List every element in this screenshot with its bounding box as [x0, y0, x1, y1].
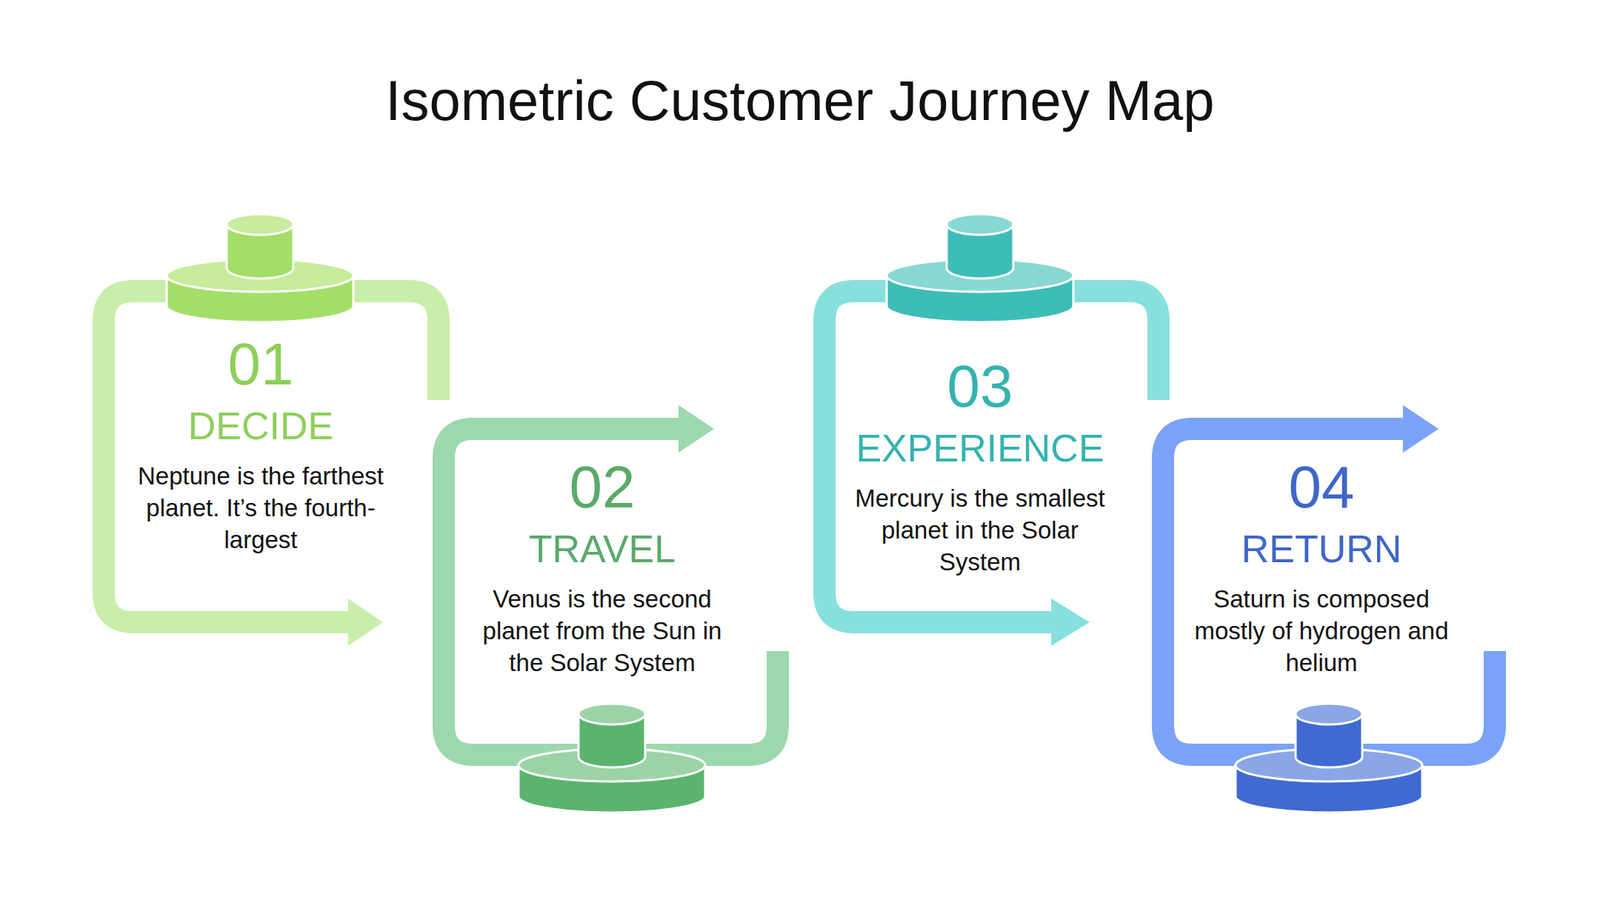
arrowhead — [348, 598, 383, 646]
step-heading: DECIDE — [134, 404, 387, 449]
step-number: 03 — [839, 357, 1121, 417]
step-heading: EXPERIENCE — [839, 426, 1121, 472]
flow-arrow — [473, 405, 715, 453]
journey-step: 03EXPERIENCE Mercury is the smallest plan… — [839, 357, 1121, 578]
pillar-top — [226, 214, 294, 235]
arrowhead — [678, 405, 715, 453]
step-heading: RETURN — [1191, 527, 1452, 572]
flow-line — [854, 611, 1052, 634]
pillar-top — [578, 703, 646, 725]
pillar-top — [1295, 703, 1363, 725]
journey-step: 01DECIDE Neptune is the farthest planet. … — [134, 334, 387, 556]
journey-step: 02TRAVEL Venus is the second planet from … — [472, 457, 732, 679]
step-heading: TRAVEL — [472, 527, 732, 572]
step-number: 04 — [1191, 457, 1452, 518]
step-number: 02 — [472, 457, 732, 518]
flow-arrow — [133, 598, 383, 646]
flow-arrow — [854, 598, 1090, 646]
journey-loop — [824, 291, 1159, 623]
journey-loop — [443, 428, 778, 755]
diagram-title: Isometric Customer Journey Map — [0, 68, 1600, 133]
arrowhead — [1051, 598, 1090, 646]
step-number: 01 — [134, 334, 387, 395]
flow-line — [473, 417, 679, 440]
loop-arrowhead — [1402, 405, 1439, 453]
step-description: Neptune is the farthest planet. It’s the… — [134, 460, 387, 557]
flow-line — [133, 611, 349, 634]
pillar — [1295, 703, 1363, 768]
journey-step: 04RETURN Saturn is composed mostly of hyd… — [1191, 457, 1452, 679]
pillar-top — [946, 214, 1014, 235]
pillar — [946, 214, 1014, 279]
pillar — [226, 214, 294, 279]
pillar — [578, 703, 646, 768]
journey-loop — [1162, 428, 1495, 755]
step-description: Saturn is composed mostly of hydrogen an… — [1191, 583, 1452, 680]
journey-loop — [103, 291, 439, 623]
step-description: Venus is the second planet from the Sun … — [472, 583, 732, 680]
step-description: Mercury is the smallest planet in the So… — [839, 482, 1121, 579]
